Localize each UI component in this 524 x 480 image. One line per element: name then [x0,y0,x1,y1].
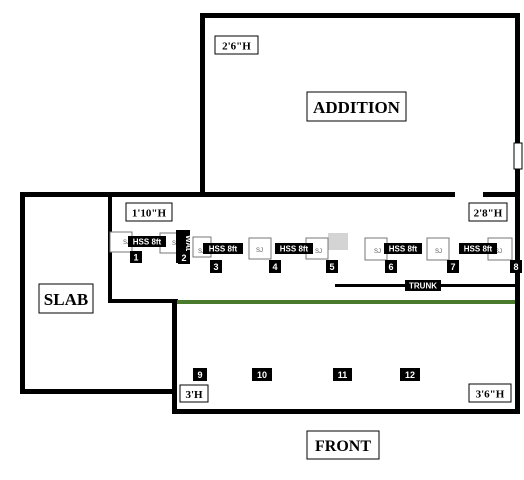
addition-wall-right-upper [515,13,520,143]
slab-wall-top [20,192,108,197]
point-marker-5 [326,260,338,273]
sj-post-2-label: SJ [172,241,179,247]
point-marker-12 [400,368,420,381]
sj-post-4 [248,237,272,260]
slab-wall-bottom [20,389,175,394]
point-marker-8 [510,260,522,273]
height-label-left-bay: 1'10"H [132,208,167,220]
point-label-12: 12 [405,370,415,380]
point-marker-6 [385,260,397,273]
slab-label: SLAB [44,290,88,309]
addition-wall-right-lower [515,169,520,195]
sj-post-1-label: SJ [123,240,130,246]
point-label-2: 2 [181,253,186,263]
main-wall-left-segment [108,192,455,197]
front-wall-bottom [172,409,520,414]
point-marker-3 [210,260,222,273]
hss-beam-1 [128,236,166,247]
point-label-10: 10 [257,370,267,380]
point-marker-10 [252,368,272,381]
point-label-11: 11 [338,370,348,380]
front-label-box [306,430,380,460]
height-label-addition: 2'6"H [222,41,251,53]
hss-beam-5 [459,243,497,254]
addition-label-box [306,91,407,122]
height-label-front-right-box [468,383,512,403]
addition-wall-top [200,13,520,18]
sj-post-8-label: SJ [495,249,502,255]
point-label-6: 6 [388,262,393,272]
hss-beam-4-label: HSS 8ft [389,245,418,254]
front-label: FRONT [315,438,371,455]
hss-beam-4 [384,243,422,254]
point-marker-2 [178,251,190,264]
slab-label-box [38,283,94,314]
point-label-1: 1 [133,253,138,263]
beam-line [177,300,515,304]
basement-wall-right [515,192,520,414]
point-label-3: 3 [213,262,218,272]
sj-post-4-label: SJ [256,248,263,254]
sj-post-7 [426,237,450,261]
sj-post-3-label: SJ [198,249,205,255]
trunk-label: TRUNK [409,282,437,291]
addition-door-opening [513,142,523,170]
height-label-front-left-box [179,384,209,403]
height-label-right-bay: 2'8"H [474,208,503,220]
hss-beam-1-label: HSS 8ft [133,238,162,247]
point-label-9: 9 [197,370,202,380]
height-label-front-right: 3'6"H [476,389,505,401]
sj-post-5-label: SJ [315,249,322,255]
sj-post-7-label: SJ [435,249,442,255]
height-label-right-bay-box [468,202,508,222]
addition-label: ADDITION [313,98,401,117]
point-marker-4 [269,260,281,273]
point-label-5: 5 [329,262,334,272]
point-label-7: 7 [450,262,455,272]
point-marker-7 [447,260,459,273]
hss-beam-2-label: HSS 8ft [209,245,238,254]
hss-beam-3-label: HSS 8ft [280,245,309,254]
addition-wall-left [200,13,205,195]
sj-post-6-label: SJ [374,249,381,255]
front-wall-left [172,299,177,414]
point-marker-1 [130,251,142,263]
point-label-4: 4 [272,262,277,272]
point-marker-11 [333,368,352,381]
wall-marker-label: WALL [184,235,193,258]
placeholder-square [328,233,348,250]
height-label-left-bay-box [125,202,173,222]
hss-beam-2 [203,243,243,254]
slab-wall-left [20,192,25,394]
point-label-8: 8 [513,262,518,272]
main-wall-right-segment [483,192,520,197]
hss-beam-3 [275,243,313,254]
height-label-front-left: 3'H [185,389,203,401]
point-marker-9 [193,368,207,381]
slab-inner-wall-horizontal [108,299,178,303]
height-label-addition-box [214,35,259,55]
hss-beam-5-label: HSS 8ft [464,245,493,254]
trunk-label-box [405,280,441,291]
